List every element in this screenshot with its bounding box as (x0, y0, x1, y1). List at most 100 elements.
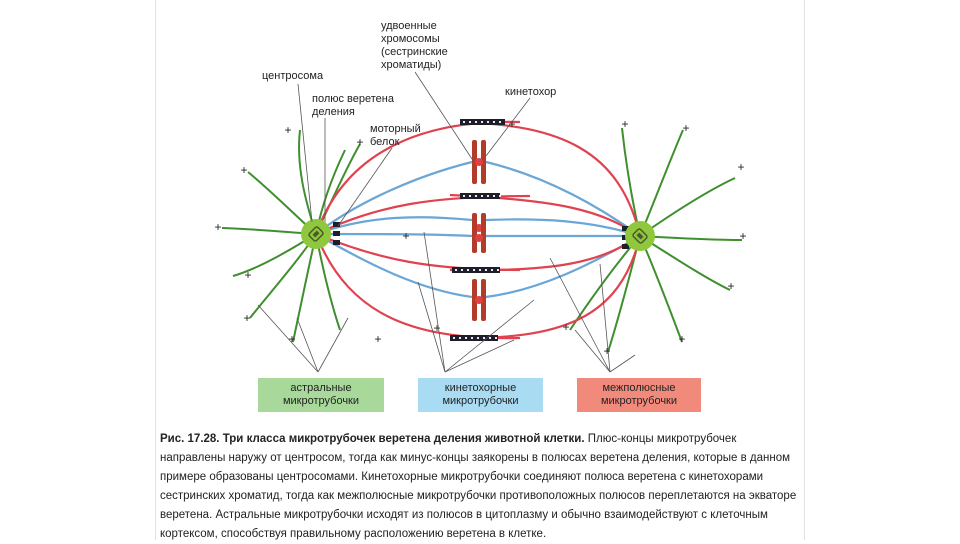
motor-protein-dot (497, 269, 499, 271)
motor-protein-dot (469, 195, 471, 197)
astral-microtubule (639, 235, 731, 291)
motor-protein-dot (473, 269, 475, 271)
caption-text: Плюс-концы микротрубочек направлены нару… (160, 433, 797, 540)
motor-protein (622, 226, 629, 231)
motor-protein-dot (469, 121, 471, 123)
leader-line (485, 97, 531, 157)
motor-protein-dot (463, 121, 465, 123)
motor-protein (622, 244, 629, 249)
right-page-border (804, 0, 805, 540)
motor-protein-dot (483, 337, 485, 339)
leader-line (296, 317, 319, 373)
motor-protein (460, 193, 500, 199)
plus-end-sign: + (243, 311, 250, 325)
leader-line (297, 83, 313, 223)
leader-line (414, 71, 475, 163)
label-sister-chromatids: удвоенные хромосомы (сестринские хромати… (381, 20, 451, 71)
motor-protein (333, 222, 340, 227)
chromatid-right (481, 140, 486, 184)
motor-protein (452, 267, 500, 273)
centrosomes (301, 219, 655, 251)
plus-end-sign: + (508, 117, 515, 131)
chromatid-left (472, 223, 477, 253)
interpolar-microtubule (314, 233, 521, 340)
plus-end-sign: + (433, 321, 440, 335)
plus-end-sign: + (737, 160, 744, 174)
motor-protein-dot (461, 269, 463, 271)
motor-protein-dot (465, 337, 467, 339)
motor-protein-dot (489, 337, 491, 339)
motor-proteins (333, 119, 629, 341)
motor-protein-dot (479, 269, 481, 271)
motor-protein-dot (475, 121, 477, 123)
leader-line (574, 329, 611, 373)
motor-protein-dot (485, 269, 487, 271)
motor-protein-dot (453, 337, 455, 339)
motor-protein (333, 231, 340, 236)
interpolar-box: межполюсные микротрубочки (577, 378, 701, 412)
plus-end-sign: + (562, 320, 569, 334)
chromosomes (472, 140, 486, 321)
motor-protein-dot (499, 195, 501, 197)
motor-protein-dot (463, 195, 465, 197)
motor-protein (333, 240, 340, 245)
leader-lines (257, 71, 636, 373)
leader-line (337, 147, 393, 227)
motor-protein-dot (499, 121, 501, 123)
left-page-border (155, 0, 156, 540)
motor-protein (450, 335, 498, 341)
astral-microtubule (639, 177, 736, 237)
plus-end-sign: + (244, 268, 251, 282)
plus-end-sign: + (374, 332, 381, 346)
plus-end-sign: + (678, 332, 685, 346)
leader-line (609, 354, 636, 373)
leader-line (257, 304, 319, 373)
plus-end-sign: + (727, 279, 734, 293)
leader-line (317, 317, 349, 373)
motor-protein-dot (493, 195, 495, 197)
plus-end-sign: + (621, 117, 628, 131)
motor-protein-dot (475, 195, 477, 197)
astral-microtubule (639, 235, 683, 343)
kinetochore-microtubule (485, 218, 641, 238)
plus-end-sign: + (739, 229, 746, 243)
label-centrosome: центросома (262, 70, 324, 82)
motor-protein-dot (495, 337, 497, 339)
caption-title: Рис. 17.28. Три класса микротрубочек вер… (160, 433, 585, 445)
kinetochore-microtubule (315, 160, 473, 235)
plus-end-sign: + (356, 135, 363, 149)
centriole (312, 230, 320, 238)
motor-protein-dot (481, 121, 483, 123)
motor-protein-dot (487, 121, 489, 123)
motor-protein-dot (459, 337, 461, 339)
astral-box: астральные микротрубочки (258, 378, 384, 412)
kinetochore-microtubule (485, 160, 641, 237)
plus-end-sign: + (603, 344, 610, 358)
kinetochore (475, 234, 483, 242)
spindle-diagram: +++++++++++++++++++ удвоенные хромосомы … (214, 20, 747, 373)
plus-end-sign: + (284, 123, 291, 137)
plus-end-sign: + (288, 332, 295, 346)
chromatid-right (481, 223, 486, 253)
motor-protein-dot (491, 269, 493, 271)
leader-line (423, 231, 446, 373)
motor-protein-dot (471, 337, 473, 339)
kinetochore (475, 158, 483, 166)
astral-microtubule (639, 235, 743, 241)
motor-protein-dot (455, 269, 457, 271)
leader-line (417, 281, 446, 373)
chromatid-left (472, 140, 477, 184)
astral-microtubule (621, 127, 641, 237)
motor-protein-dot (487, 195, 489, 197)
centriole (636, 232, 644, 240)
motor-protein-dot (481, 195, 483, 197)
motor-protein-dot (467, 269, 469, 271)
motor-protein-dot (477, 337, 479, 339)
kinetochore-microtubule (315, 216, 473, 236)
plus-end-sign: + (214, 220, 221, 234)
figure-caption: Рис. 17.28. Три класса микротрубочек вер… (160, 430, 800, 544)
plus-end-sign: + (240, 163, 247, 177)
leader-line (549, 257, 611, 373)
centriole-pair (308, 226, 324, 242)
interpolar-microtubule (315, 194, 531, 236)
